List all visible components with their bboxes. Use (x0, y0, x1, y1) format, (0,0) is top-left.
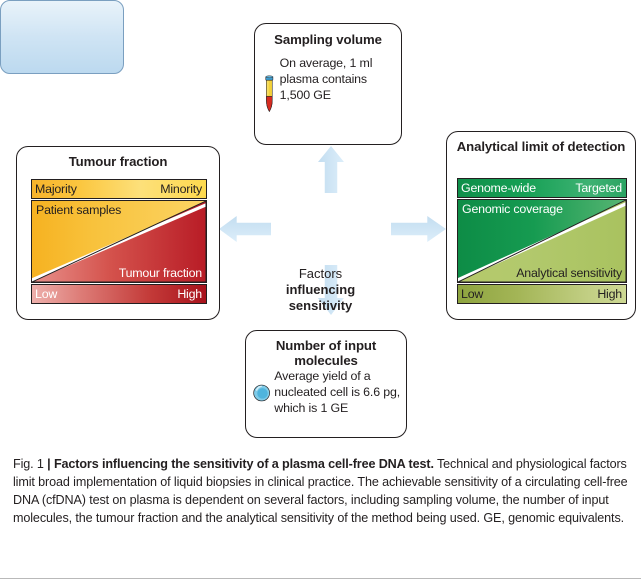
caption-separator: | (47, 457, 51, 471)
caption-bold-title: Factors influencing the sensitivity of a… (50, 457, 434, 471)
tumour-fraction-label: Tumour fraction (118, 266, 203, 280)
blood-collection-tube-icon (265, 75, 274, 112)
genomic-coverage-label: Genomic coverage (462, 202, 563, 216)
tumour-fraction-diagonal-outline (32, 201, 206, 282)
tumour-fraction-bottom-bar: Low High (31, 284, 207, 304)
input-molecules-text: Average yield of a nucleated cell is 6.6… (274, 369, 401, 415)
analytical-bottom-bar: Low High (457, 284, 627, 304)
tumour-minority-label: Minority (160, 181, 202, 196)
analytical-top-bar: Genome-wide Targeted (457, 178, 627, 198)
caption-figure-number: Fig. 1 (13, 457, 48, 471)
input-molecules-body: Average yield of a nucleated cell is 6.6… (252, 369, 401, 434)
analytical-limit-title: Analytical limit of detection (456, 139, 626, 154)
analytical-limit-card: Analytical limit of detection Genome-wid… (446, 131, 636, 320)
analytical-diagonal-panel: Genomic coverage Analytical sensitivity (457, 199, 627, 283)
center-line-1: Factors (298, 265, 343, 281)
tumour-fraction-title: Tumour fraction (68, 154, 168, 169)
genome-wide-label: Genome-wide (461, 180, 536, 195)
tumour-fraction-card: Tumour fraction Majority Minority Patien… (16, 146, 220, 320)
tumour-fraction-top-bar: Majority Minority (31, 179, 207, 199)
tumour-majority-label: Majority (35, 181, 77, 196)
center-line-2: influencing (285, 281, 356, 297)
analytical-diagonal-outline (458, 200, 626, 282)
tumour-high-label: High (177, 286, 202, 301)
tumour-fraction-diagonal-line (31, 201, 207, 282)
figure-caption: Fig. 1 | Factors influencing the sensiti… (13, 455, 629, 527)
input-molecules-card: Number of input molecules Average yield … (245, 330, 407, 438)
nucleated-cell-icon (253, 384, 270, 402)
analytical-diagonal-line (457, 200, 627, 282)
sampling-volume-text: On average, 1 ml plasma contains 1,500 G… (279, 56, 373, 102)
tumour-fraction-diagonal-panel: Patient samples Tumour fraction (31, 200, 207, 283)
tumour-low-label: Low (35, 286, 58, 301)
analytical-sensitivity-label: Analytical sensitivity (516, 266, 622, 280)
targeted-label: Targeted (575, 180, 622, 195)
sampling-volume-card: Sampling volume On average, 1 ml plasma … (254, 23, 402, 145)
patient-samples-label: Patient samples (36, 203, 122, 217)
caption-rest: Technical and physiological factors limi… (13, 457, 628, 525)
input-molecules-title: Number of input molecules (275, 338, 377, 368)
analytical-low-label: Low (461, 286, 484, 301)
factors-influencing-sensitivity-box: Factors influencing sensitivity (0, 0, 355, 313)
sampling-volume-title: Sampling volume (274, 32, 382, 47)
analytical-high-label: High (597, 286, 622, 301)
bottom-divider (0, 578, 641, 580)
sampling-volume-body: On average, 1 ml plasma contains 1,500 G… (264, 55, 395, 140)
center-line-3: sensitivity (288, 298, 353, 314)
